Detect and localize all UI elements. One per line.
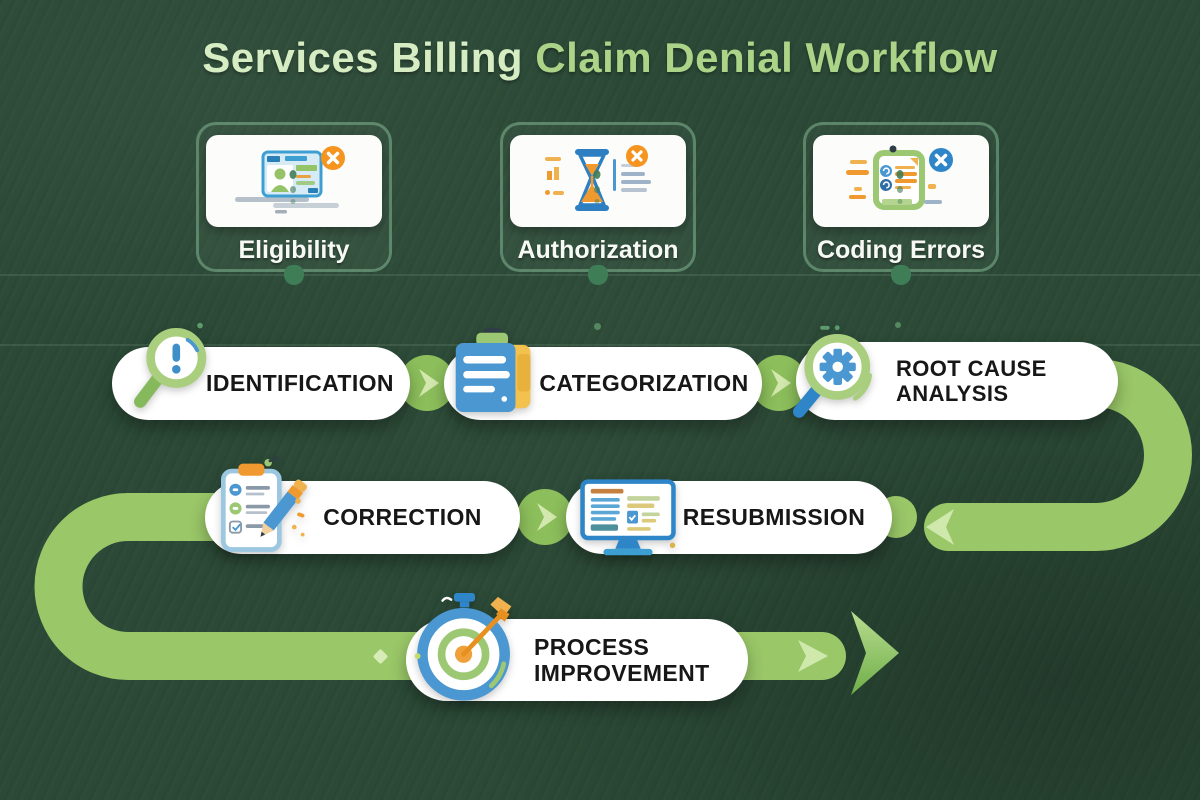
card-label: Eligibility bbox=[238, 236, 350, 264]
connector-dot bbox=[594, 186, 600, 193]
x-badge-icon bbox=[626, 145, 648, 167]
card-label: Authorization bbox=[517, 236, 679, 264]
target-dart-icon bbox=[414, 593, 512, 701]
connector-dot bbox=[290, 199, 296, 204]
decorative-dot bbox=[895, 322, 901, 328]
chevron-right-icon bbox=[537, 503, 557, 531]
magnifier-exclamation-icon bbox=[134, 322, 207, 408]
decorative-dot bbox=[594, 323, 601, 330]
x-badge-icon bbox=[929, 148, 953, 172]
step-label: CATEGORIZATION bbox=[539, 370, 749, 396]
x-badge-icon bbox=[321, 146, 345, 170]
claim-document-denied-icon bbox=[846, 145, 953, 210]
ribbon-diamond bbox=[373, 649, 388, 664]
card-connector-drop bbox=[284, 265, 304, 285]
magnifier-gear-icon bbox=[792, 325, 872, 418]
step-label: CORRECTION bbox=[323, 504, 482, 530]
step-label: RESUBMISSION bbox=[682, 504, 866, 530]
step-label-line2: IMPROVEMENT bbox=[534, 660, 710, 686]
card-connector-drop bbox=[588, 265, 608, 285]
page-title-part2: Claim Denial Workflow bbox=[535, 34, 998, 81]
connector-dot bbox=[289, 170, 297, 179]
checklist-pencil-icon bbox=[221, 456, 308, 552]
step-label: ROOT CAUSE ANALYSIS bbox=[796, 356, 1118, 407]
card-label: Coding Errors bbox=[816, 236, 986, 264]
clipboard-folder-icon bbox=[455, 328, 531, 413]
card-icon-panel bbox=[813, 135, 989, 227]
ribbon-left-uturn-bottom bbox=[34, 493, 846, 680]
card-connector-drop bbox=[891, 265, 911, 285]
chevron-right-icon bbox=[419, 369, 439, 397]
step-label: PROCESS IMPROVEMENT bbox=[406, 634, 748, 687]
denial-type-card-authorization: Authorization bbox=[500, 122, 696, 285]
connector-dot bbox=[593, 170, 601, 179]
page-title-part1: Services Billing bbox=[202, 34, 524, 81]
step-pill-identification: IDENTIFICATION bbox=[112, 347, 410, 420]
pencil-icon bbox=[260, 479, 308, 537]
page-title: Services Billing Claim Denial Workflow bbox=[0, 34, 1200, 82]
step-label: IDENTIFICATION bbox=[206, 370, 394, 396]
step-label-line1: PROCESS bbox=[534, 633, 650, 660]
arrowhead-right-icon bbox=[851, 611, 899, 695]
connector-dot bbox=[897, 199, 903, 204]
step-label-line1: ROOT CAUSE bbox=[896, 355, 1047, 381]
card-icon-panel bbox=[510, 135, 686, 227]
connector-dot bbox=[594, 199, 600, 204]
step-connector-arrow bbox=[517, 489, 573, 545]
denial-type-card-eligibility: Eligibility bbox=[196, 122, 392, 285]
connector-dot bbox=[290, 186, 296, 193]
card-icon-panel bbox=[206, 135, 382, 227]
chevron-right-icon bbox=[798, 640, 828, 672]
connector-dot bbox=[896, 170, 904, 179]
step-label-line2: ANALYSIS bbox=[896, 381, 1009, 406]
background-texture-line bbox=[0, 344, 1200, 346]
denial-type-card-coding-errors: Coding Errors bbox=[803, 122, 999, 285]
chevron-left-icon bbox=[926, 509, 954, 545]
ribbon-right-uturn bbox=[924, 359, 1192, 551]
monitor-claim-icon bbox=[580, 479, 676, 556]
connector-dot bbox=[897, 186, 903, 193]
chevron-right-icon bbox=[771, 369, 791, 397]
